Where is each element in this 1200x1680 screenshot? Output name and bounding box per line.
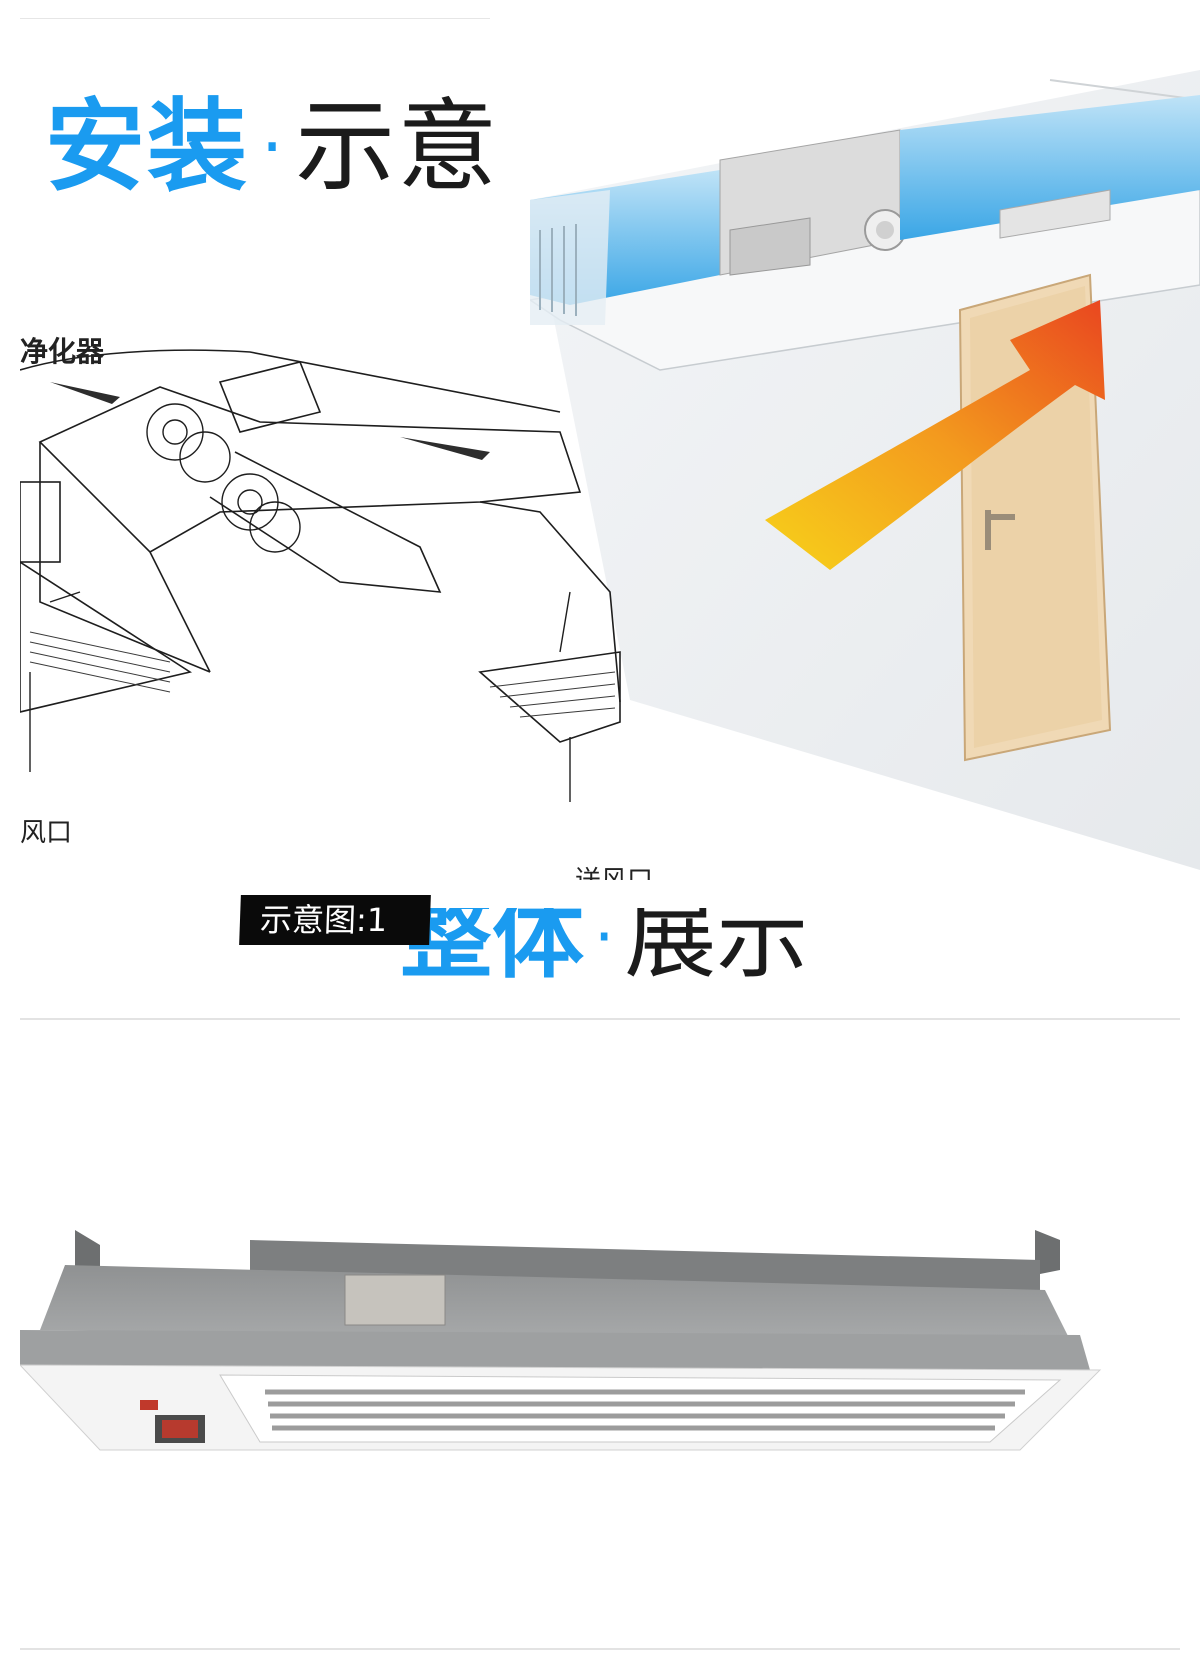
heading-blue-text: 安装 — [45, 88, 249, 205]
installation-heading: 安装 · 示意 — [45, 82, 499, 212]
return-vent-label: 风口 — [20, 818, 73, 848]
section-divider — [20, 1018, 1180, 1020]
top-divider — [20, 18, 490, 19]
heading2-overlap-mask — [400, 880, 870, 908]
schematic-title-fragment: 净化器 — [20, 335, 105, 368]
diagram-caption: 示意图:1 — [239, 895, 431, 945]
air-curtain-product-image — [20, 1230, 1102, 1451]
heading2-separator: · — [594, 901, 615, 975]
schematic-drawing-image — [20, 292, 640, 852]
bottom-divider — [20, 1648, 1180, 1650]
overview-heading: 整体 · 展示 — [400, 900, 870, 1000]
heading2-blue-text: 整体 — [400, 900, 585, 991]
heading-dark-text: 示意 — [295, 88, 500, 205]
installation-render-image — [530, 70, 1200, 870]
heading2-dark-text: 展示 — [624, 900, 809, 991]
heading-separator: · — [261, 106, 284, 188]
